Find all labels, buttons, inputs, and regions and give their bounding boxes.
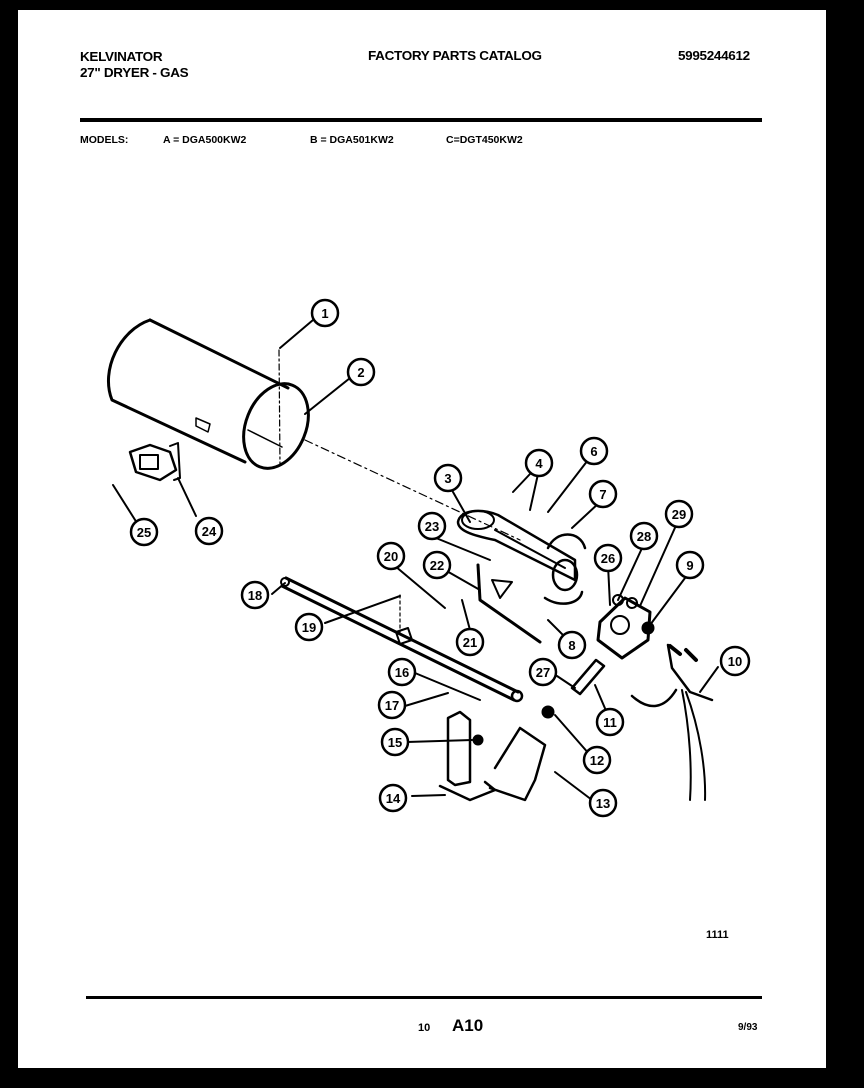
callout-29: 29 bbox=[664, 499, 694, 529]
callout-2: 2 bbox=[346, 357, 376, 387]
svg-text:17: 17 bbox=[385, 698, 399, 713]
callout-16: 16 bbox=[387, 657, 417, 687]
svg-text:1: 1 bbox=[321, 306, 328, 321]
callout-14: 14 bbox=[378, 783, 408, 813]
callout-21: 21 bbox=[455, 627, 485, 657]
svg-text:12: 12 bbox=[590, 753, 604, 768]
orifice-part bbox=[541, 658, 606, 719]
svg-text:23: 23 bbox=[425, 519, 439, 534]
svg-text:11: 11 bbox=[603, 715, 617, 730]
callout-9: 9 bbox=[675, 550, 705, 580]
svg-text:13: 13 bbox=[596, 796, 610, 811]
svg-text:18: 18 bbox=[248, 588, 262, 603]
page-number: 10 bbox=[418, 1022, 431, 1034]
drum-part bbox=[106, 318, 521, 541]
svg-text:28: 28 bbox=[637, 529, 651, 544]
callout-22: 22 bbox=[422, 550, 452, 580]
svg-text:14: 14 bbox=[386, 791, 401, 806]
callout-3: 3 bbox=[433, 463, 463, 493]
catalog-title: FACTORY PARTS CATALOG bbox=[368, 49, 542, 63]
section-label: A10 bbox=[452, 1016, 484, 1035]
svg-text:22: 22 bbox=[430, 558, 444, 573]
model-b: B = DGA501KW2 bbox=[310, 134, 394, 146]
svg-text:3: 3 bbox=[444, 471, 451, 486]
svg-text:21: 21 bbox=[463, 635, 477, 650]
gas-valve bbox=[596, 594, 655, 660]
callout-12: 12 bbox=[582, 745, 612, 775]
svg-text:6: 6 bbox=[590, 444, 597, 459]
svg-text:10: 10 bbox=[728, 654, 742, 669]
svg-text:4: 4 bbox=[535, 456, 543, 471]
svg-text:29: 29 bbox=[672, 507, 686, 522]
model-c: C=DGT450KW2 bbox=[446, 134, 523, 146]
callout-18: 18 bbox=[240, 580, 270, 610]
header-rule bbox=[80, 118, 762, 122]
svg-text:16: 16 bbox=[395, 665, 409, 680]
callout-20: 20 bbox=[376, 541, 406, 571]
callout-26: 26 bbox=[593, 543, 623, 573]
callout-4: 4 bbox=[524, 448, 554, 478]
callout-23: 23 bbox=[417, 511, 447, 541]
models-label: MODELS: bbox=[80, 134, 129, 146]
svg-text:25: 25 bbox=[137, 525, 151, 540]
drawing-number: 1111 bbox=[706, 929, 729, 941]
callout-28: 28 bbox=[629, 521, 659, 551]
svg-text:27: 27 bbox=[536, 665, 550, 680]
svg-text:24: 24 bbox=[202, 524, 217, 539]
manifold-pipe bbox=[280, 576, 524, 703]
svg-text:20: 20 bbox=[384, 549, 398, 564]
svg-text:7: 7 bbox=[599, 487, 606, 502]
sensor-part bbox=[128, 442, 181, 482]
catalog-number: 5995244612 bbox=[678, 49, 750, 63]
footer-rule bbox=[86, 996, 762, 999]
brand-name: KELVINATOR bbox=[80, 50, 163, 64]
callout-15: 15 bbox=[380, 727, 410, 757]
callouts: 1 2 3 4 6 7 8 9 10 11 12 13 14 15 16 17 … bbox=[129, 298, 751, 818]
wiring-harness bbox=[630, 643, 714, 801]
callout-6: 6 bbox=[579, 436, 609, 466]
svg-text:9: 9 bbox=[686, 558, 693, 573]
burner-assembly bbox=[456, 509, 587, 644]
print-date: 9/93 bbox=[738, 1022, 758, 1033]
callout-11: 11 bbox=[595, 707, 625, 737]
callout-8: 8 bbox=[557, 630, 587, 660]
callout-27: 27 bbox=[528, 657, 558, 687]
bracket-part bbox=[438, 710, 547, 802]
svg-text:26: 26 bbox=[601, 551, 615, 566]
callout-24: 24 bbox=[194, 516, 224, 546]
model-a: A = DGA500KW2 bbox=[163, 134, 247, 146]
svg-text:19: 19 bbox=[302, 620, 316, 635]
svg-text:15: 15 bbox=[388, 735, 402, 750]
callout-13: 13 bbox=[588, 788, 618, 818]
callout-1: 1 bbox=[310, 298, 340, 328]
svg-text:8: 8 bbox=[568, 638, 575, 653]
callout-10: 10 bbox=[719, 645, 751, 677]
leader-lines bbox=[112, 319, 719, 801]
scan-shadow bbox=[0, 172, 22, 412]
svg-text:2: 2 bbox=[357, 365, 364, 380]
callout-7: 7 bbox=[588, 479, 618, 509]
callout-19: 19 bbox=[294, 612, 324, 642]
callout-25: 25 bbox=[129, 517, 159, 547]
product-name: 27" DRYER - GAS bbox=[80, 66, 189, 80]
callout-17: 17 bbox=[377, 690, 407, 720]
